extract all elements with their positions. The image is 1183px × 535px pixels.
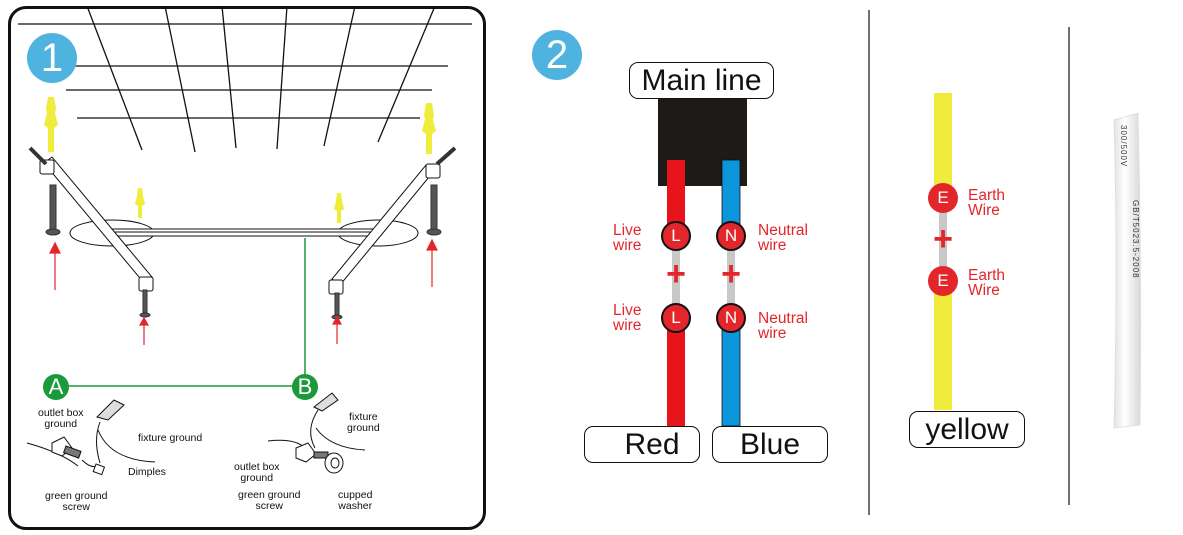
label-fixture-ground-a: fixture ground [138, 432, 203, 444]
washer-hole [330, 457, 340, 469]
earth-terminal-bottom: E [928, 266, 958, 296]
arrow-head [426, 238, 438, 251]
live-wire-bottom [667, 316, 685, 426]
ceiling-line [276, 5, 288, 150]
ceiling-line [323, 5, 356, 147]
label-fixture-ground-b: fixture ground [347, 411, 380, 434]
screw-icon [435, 146, 457, 166]
ceiling-line [86, 5, 143, 151]
wall-anchor-icon [44, 97, 58, 152]
wall-anchor-icon [334, 193, 344, 223]
screws [28, 146, 457, 320]
arrow-head [49, 241, 61, 254]
ground-wire-line [56, 238, 306, 387]
left-bracket-arm [43, 156, 153, 284]
screw-icon [430, 184, 438, 231]
yellow-color-label: yellow [909, 411, 1025, 448]
label-outlet-box-ground-a: outlet box ground [38, 407, 84, 430]
label-cupped-washer: cupped washer [338, 489, 373, 512]
screw-head [139, 312, 151, 318]
arrow-head [138, 316, 150, 326]
ceiling-grid [18, 5, 472, 153]
fixture-ground-lead [96, 421, 101, 464]
wall-anchor-icon [135, 188, 145, 218]
fixture-ground-wire [315, 427, 366, 451]
bracket-joint [425, 163, 441, 179]
main-line-label: Main line [629, 62, 774, 99]
live-wire-label-top: Live wire [613, 222, 642, 254]
label-green-ground-screw-b: green ground screw [238, 489, 301, 512]
fixture-ground-lead [310, 409, 319, 449]
step-1-badge: 1 [27, 33, 77, 83]
wall-anchors [44, 97, 436, 223]
screw-thread [62, 445, 82, 459]
live-wire-top [667, 160, 685, 236]
earth-connector [939, 196, 947, 282]
ground-b-sketch [267, 392, 366, 474]
bracket-joint [138, 276, 154, 292]
step-2-badge: 2 [532, 30, 582, 80]
neutral-terminal-bottom: N [716, 303, 746, 333]
mounting-bracket [39, 156, 441, 295]
ceiling-line [221, 5, 237, 149]
screw-icon [142, 289, 148, 315]
fixture-ground-wire [97, 429, 156, 463]
ground-a-sketch [26, 399, 156, 476]
cable-standard-print: GB/T5023.5-2008 [1131, 200, 1140, 279]
wall-anchor-icon [422, 103, 436, 154]
bracket-joint [328, 279, 344, 295]
screw-icon [28, 146, 48, 166]
ceiling-line [377, 5, 436, 143]
neutral-connector [727, 236, 735, 316]
wire-nut-icon [313, 392, 339, 412]
neutral-plus-icon: + [721, 255, 741, 293]
white-cable-sample [1113, 112, 1142, 429]
screw-icon [49, 184, 57, 231]
wire-nut-icon [96, 399, 125, 421]
earth-wire-label-top: Earth Wire [968, 187, 1006, 219]
screw-icon [334, 292, 340, 318]
label-dimples: Dimples [128, 466, 166, 478]
label-green-ground-screw-a: green ground screw [45, 490, 108, 513]
earth-wire-label-bottom: Earth Wire [968, 267, 1006, 299]
screw-head [426, 228, 442, 236]
live-connector [672, 236, 680, 316]
step-1-panel [8, 6, 486, 530]
live-terminal-top: L [661, 221, 691, 251]
live-wire-label-bottom: Live wire [613, 302, 642, 334]
earth-terminal-top: E [928, 183, 958, 213]
neutral-wire-label-top: Neutral wire [758, 222, 808, 254]
earth-wire-bottom [934, 282, 952, 410]
earth-wire-top [934, 93, 952, 196]
screw-thread [313, 451, 329, 459]
install-arrows [49, 238, 438, 345]
ceiling-line [164, 5, 196, 153]
dimples-clip-icon [92, 463, 106, 476]
screw-head [45, 228, 61, 236]
red-color-label: Red [584, 426, 700, 463]
ground-a-badge: A [43, 374, 69, 400]
live-terminal-bottom: L [661, 303, 691, 333]
live-plus-icon: + [666, 255, 686, 293]
neutral-terminal-top: N [716, 221, 746, 251]
label-outlet-box-ground-b: outlet box ground [234, 461, 280, 484]
green-ground-screw-icon [295, 442, 317, 463]
ground-b-badge: B [292, 374, 318, 400]
cable-rating-print: 300/500V [1119, 125, 1128, 168]
earth-plus-icon: + [933, 220, 953, 258]
arrow-head [331, 315, 343, 325]
neutral-wire-label-bottom: Neutral wire [758, 310, 808, 342]
blue-color-label: Blue [712, 426, 828, 463]
